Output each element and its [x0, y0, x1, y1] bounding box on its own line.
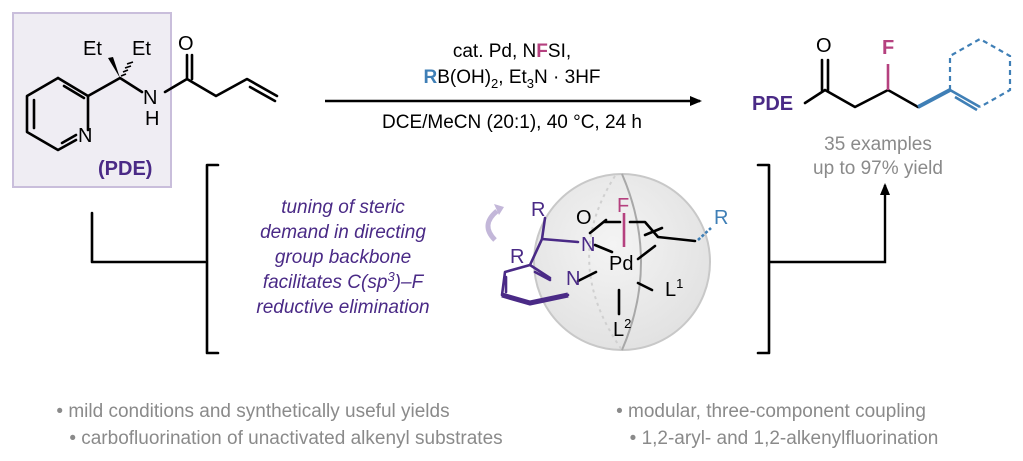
ligand-2-label: L2 — [613, 316, 631, 341]
fluorine-label: F — [882, 37, 894, 59]
fluorine-label: F — [617, 195, 629, 217]
palladium-label: Pd — [609, 253, 633, 275]
mechanism-text-4: facilitates C(sp3)–F — [263, 269, 425, 293]
product-structure: PDE O F — [752, 35, 1012, 115]
bullet-modular-coupling: • modular, three-component coupling — [616, 401, 926, 422]
mechanism-text-1: tuning of steric — [281, 197, 405, 218]
substrate-structure: Et Et O N H N (PDE) — [12, 12, 279, 188]
connector-right-arrow — [770, 183, 890, 264]
bracket-left — [205, 163, 220, 355]
mechanism-text-3: group backbone — [275, 247, 411, 268]
bullet-aryl-alkenyl-fluorination: • 1,2-aryl- and 1,2-alkenylfluorination — [630, 428, 939, 449]
ethyl-label: Et — [132, 38, 151, 60]
ethyl-label: Et — [83, 38, 102, 60]
pde-label: PDE — [752, 93, 793, 115]
conditions-line-3: DCE/MeCN (20:1), 40 °C, 24 h — [382, 112, 642, 133]
bullet-carbofluorination: • carbofluorination of unactivated alken… — [69, 428, 502, 449]
pde-label: (PDE) — [98, 158, 152, 180]
ligand-1-label: L1 — [665, 276, 683, 301]
oxygen-label: O — [816, 35, 832, 57]
oxygen-label: O — [576, 207, 592, 229]
optional-ring — [948, 37, 1012, 108]
bracket-right — [756, 163, 771, 355]
scope-yield: up to 97% yield — [813, 158, 943, 179]
hydrogen-label: H — [145, 108, 159, 130]
scope-examples: 35 examples — [824, 134, 932, 155]
conditions-line-2: RB(OH)2, Et3N · 3HF — [423, 67, 600, 91]
oxygen-label: O — [178, 33, 194, 55]
connector-left — [90, 211, 207, 264]
directing-group-box — [12, 12, 172, 188]
r-aryl-label: R — [714, 207, 728, 229]
r-substituent-label: R — [510, 246, 524, 268]
pyridine-nitrogen-label: N — [566, 268, 580, 290]
conditions-line-1: cat. Pd, NFSI, — [453, 41, 571, 62]
bullet-mild-conditions: • mild conditions and synthetically usef… — [56, 401, 449, 422]
palladium-complex: R R O F N N Pd L1 L2 R — [485, 173, 728, 351]
nitrogen-label: N — [143, 87, 157, 109]
r-substituent-label: R — [531, 199, 545, 221]
mechanism-text-2: demand in directing — [260, 222, 426, 243]
rotation-arrow-icon — [485, 209, 499, 242]
mechanism-text-5: reductive elimination — [256, 297, 429, 318]
pyridine-nitrogen-label: N — [78, 125, 92, 147]
amide-nitrogen-label: N — [581, 234, 595, 256]
